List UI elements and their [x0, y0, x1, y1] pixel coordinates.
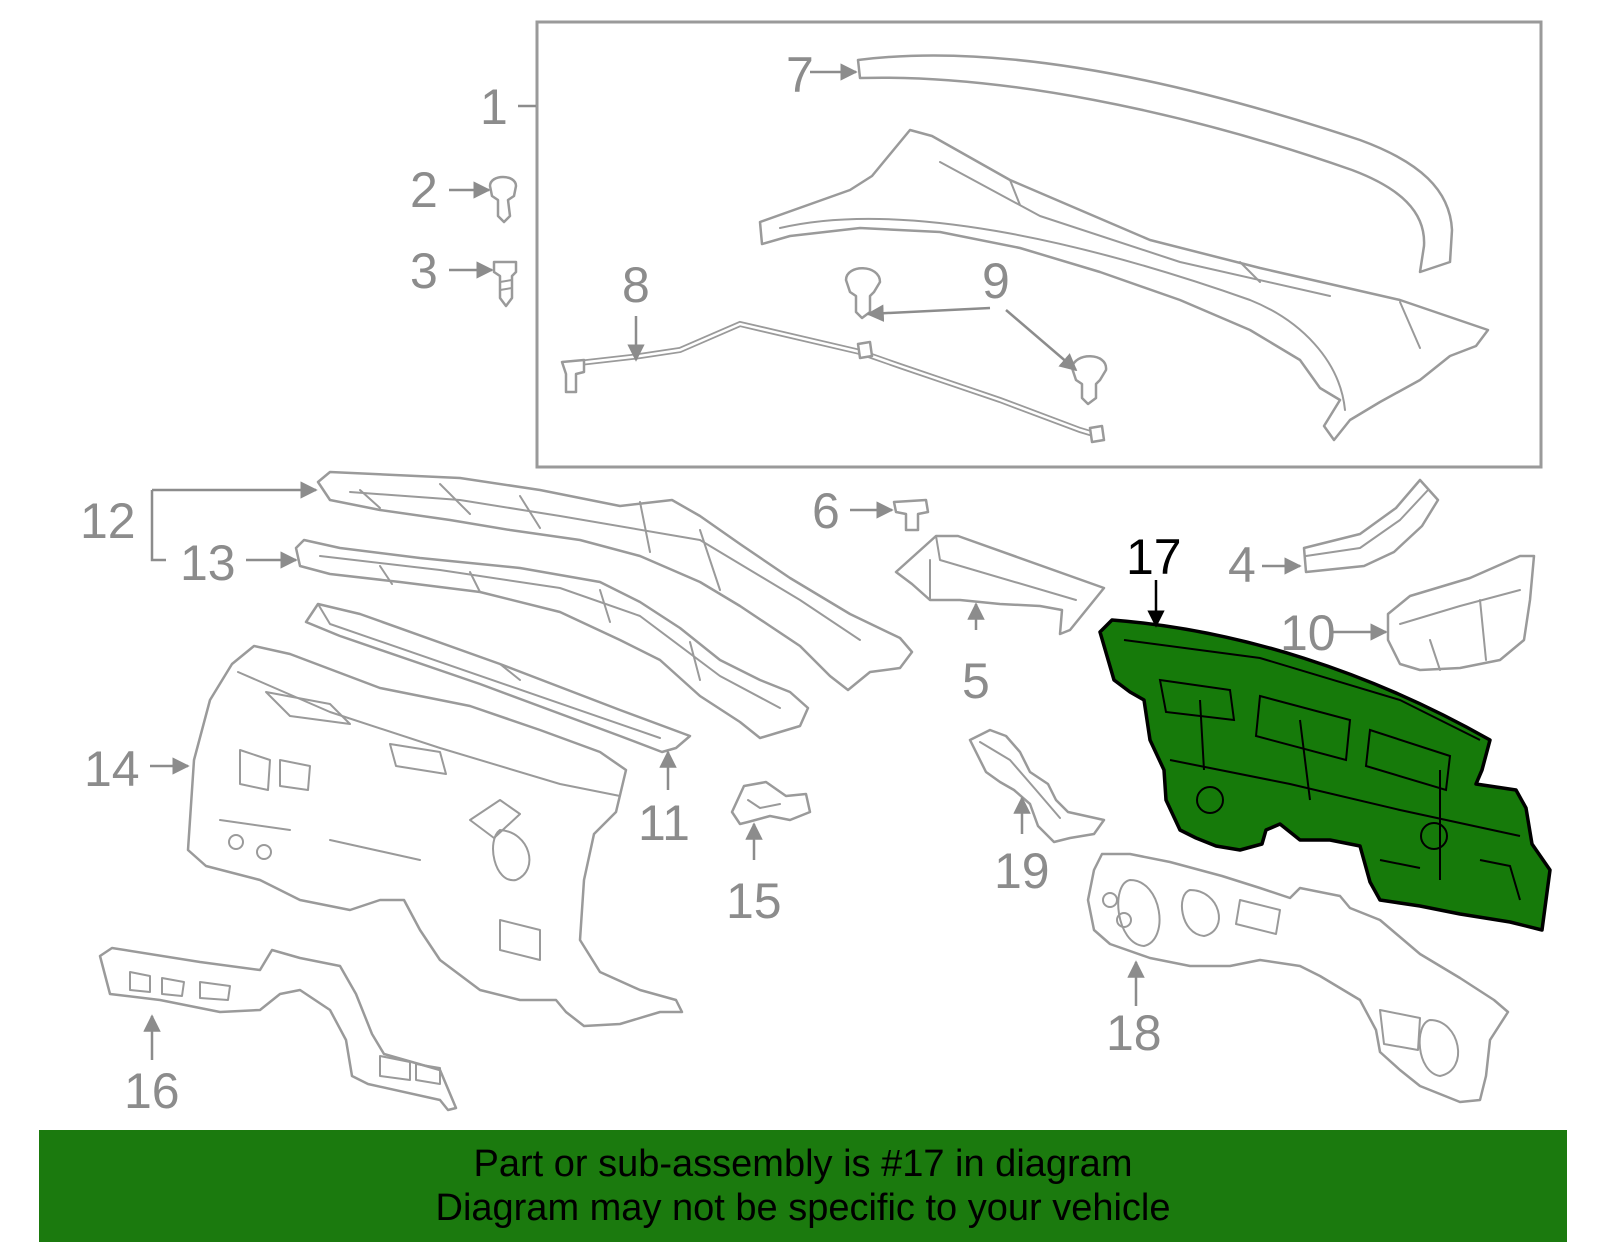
part-8-washer-hose[interactable] [560, 320, 1106, 444]
callout-4: 4 [1228, 537, 1256, 593]
callout-19: 19 [994, 843, 1050, 899]
assembly-box [535, 20, 1543, 469]
callout-1: 1 [480, 79, 508, 135]
callout-11: 11 [638, 795, 690, 851]
callout-8: 8 [622, 257, 650, 313]
callout-16: 16 [124, 1063, 180, 1119]
callout-15: 15 [726, 873, 782, 929]
part-13-dash-bar-lower[interactable] [294, 538, 810, 740]
part-14-dash-panel[interactable] [186, 644, 684, 1028]
callout-labels: 1 2 3 4 5 6 7 8 9 10 11 12 13 14 15 16 1… [80, 47, 1336, 1119]
part-2-clip[interactable] [488, 175, 518, 224]
callout-13: 13 [180, 535, 236, 591]
part-4-trim[interactable] [1302, 478, 1440, 574]
leader-lines [143, 63, 1388, 1060]
part-12-dash-bar-upper[interactable] [316, 470, 914, 692]
callout-18: 18 [1106, 1005, 1162, 1061]
part-6-clip[interactable] [892, 498, 930, 532]
banner-line-disclaimer: Diagram may not be specific to your vehi… [435, 1187, 1171, 1229]
part-19-bracket[interactable] [968, 728, 1106, 844]
part-10-bracket[interactable] [1386, 554, 1536, 672]
callout-7: 7 [786, 47, 814, 103]
part-7-weatherstrip[interactable] [856, 54, 1454, 274]
banner-line-part: Part or sub-assembly is #17 in diagram [473, 1143, 1133, 1185]
callout-9: 9 [982, 253, 1010, 309]
callout-3: 3 [410, 243, 438, 299]
callout-2: 2 [410, 162, 438, 218]
part-11-rail[interactable] [304, 602, 692, 754]
callout-5: 5 [962, 653, 990, 709]
part-9-nozzle-upper[interactable] [844, 267, 882, 320]
callout-6: 6 [812, 483, 840, 539]
part-18-insulator[interactable] [1086, 852, 1510, 1104]
part-9-nozzle-lower[interactable] [1070, 355, 1108, 406]
part-3-screw[interactable] [492, 260, 518, 308]
part-15-bracket[interactable] [730, 780, 812, 826]
part-16-bracket[interactable] [98, 946, 458, 1112]
callout-17: 17 [1126, 529, 1182, 585]
callout-12: 12 [80, 493, 136, 549]
part-17-dash-insulator[interactable] [1098, 618, 1552, 932]
callout-14: 14 [84, 741, 140, 797]
callout-10: 10 [1280, 605, 1336, 661]
info-banner: Part or sub-assembly is #17 in diagram D… [39, 1130, 1567, 1242]
part-1-cowl-panel[interactable] [758, 128, 1490, 442]
part-5-bracket[interactable] [894, 534, 1106, 636]
